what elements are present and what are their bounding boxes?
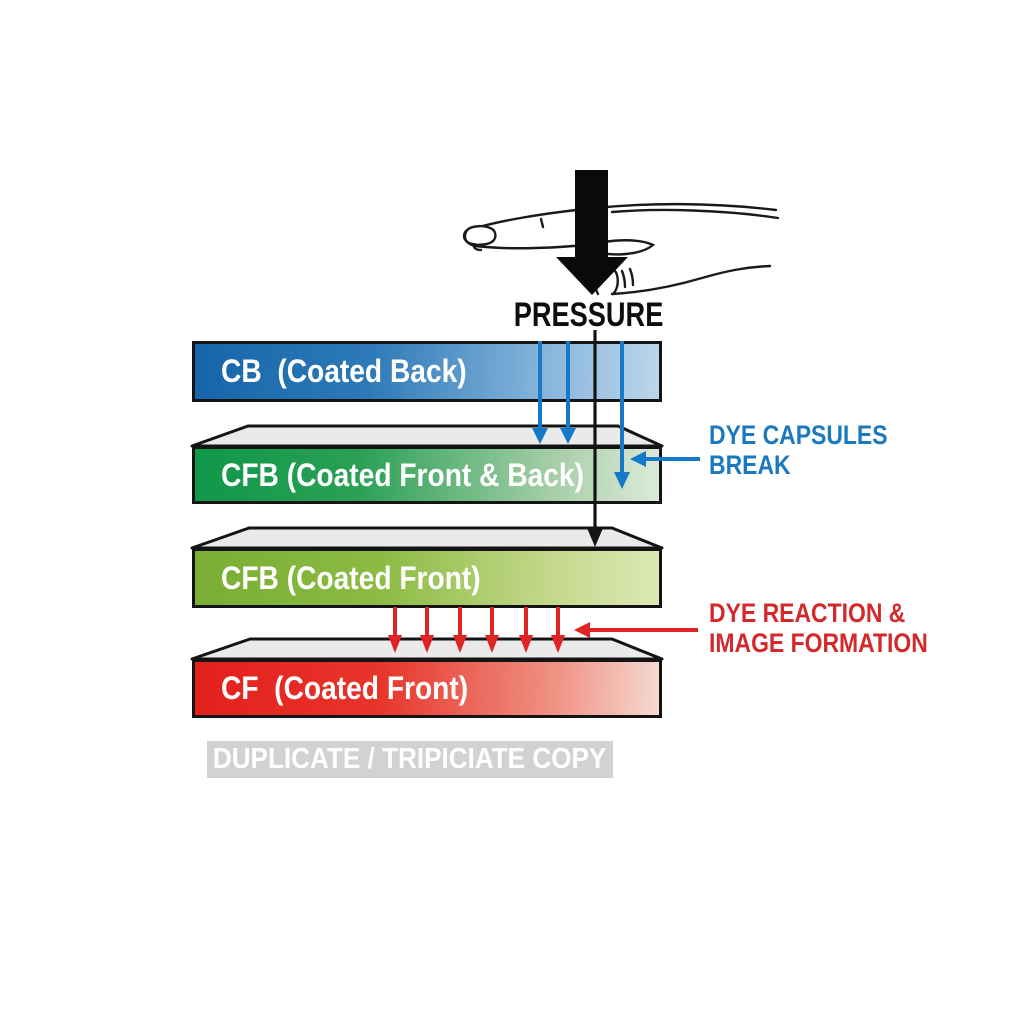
cfb-front-back-top-face [190, 424, 664, 448]
layer-cfb-coated-front: CFB (Coated Front) [192, 548, 662, 608]
layer-cb-label: CB (Coated Back) [221, 353, 467, 389]
pressure-arrow-icon [556, 170, 628, 295]
dye-reaction-arrows [388, 607, 698, 653]
dye-capsules-break-label: DYE CAPSULES BREAK [709, 420, 888, 480]
layer-cfb-coated-front-back: CFB (Coated Front & Back) [192, 446, 662, 504]
layer-cb-coated-back: CB (Coated Back) [192, 341, 662, 402]
dye-reaction-image-formation-label: DYE REACTION & IMAGE FORMATION [709, 598, 928, 658]
cfb-front-top-face [190, 526, 664, 550]
duplicate-triplicate-tag: DUPLICATE / TRIPICIATE COPY [207, 741, 613, 778]
pressure-label: PRESSURE [514, 296, 664, 334]
duplicate-triplicate-label: DUPLICATE / TRIPICIATE COPY [213, 743, 607, 775]
layer-cfb-front-back-label: CFB (Coated Front & Back) [221, 456, 584, 493]
hand-press-illustration [462, 202, 780, 296]
cf-top-face [190, 637, 664, 661]
layer-cfb-front-label: CFB (Coated Front) [221, 559, 481, 596]
layer-cf-label: CF (Coated Front) [221, 670, 469, 706]
layer-cf-coated-front: CF (Coated Front) [192, 659, 662, 718]
